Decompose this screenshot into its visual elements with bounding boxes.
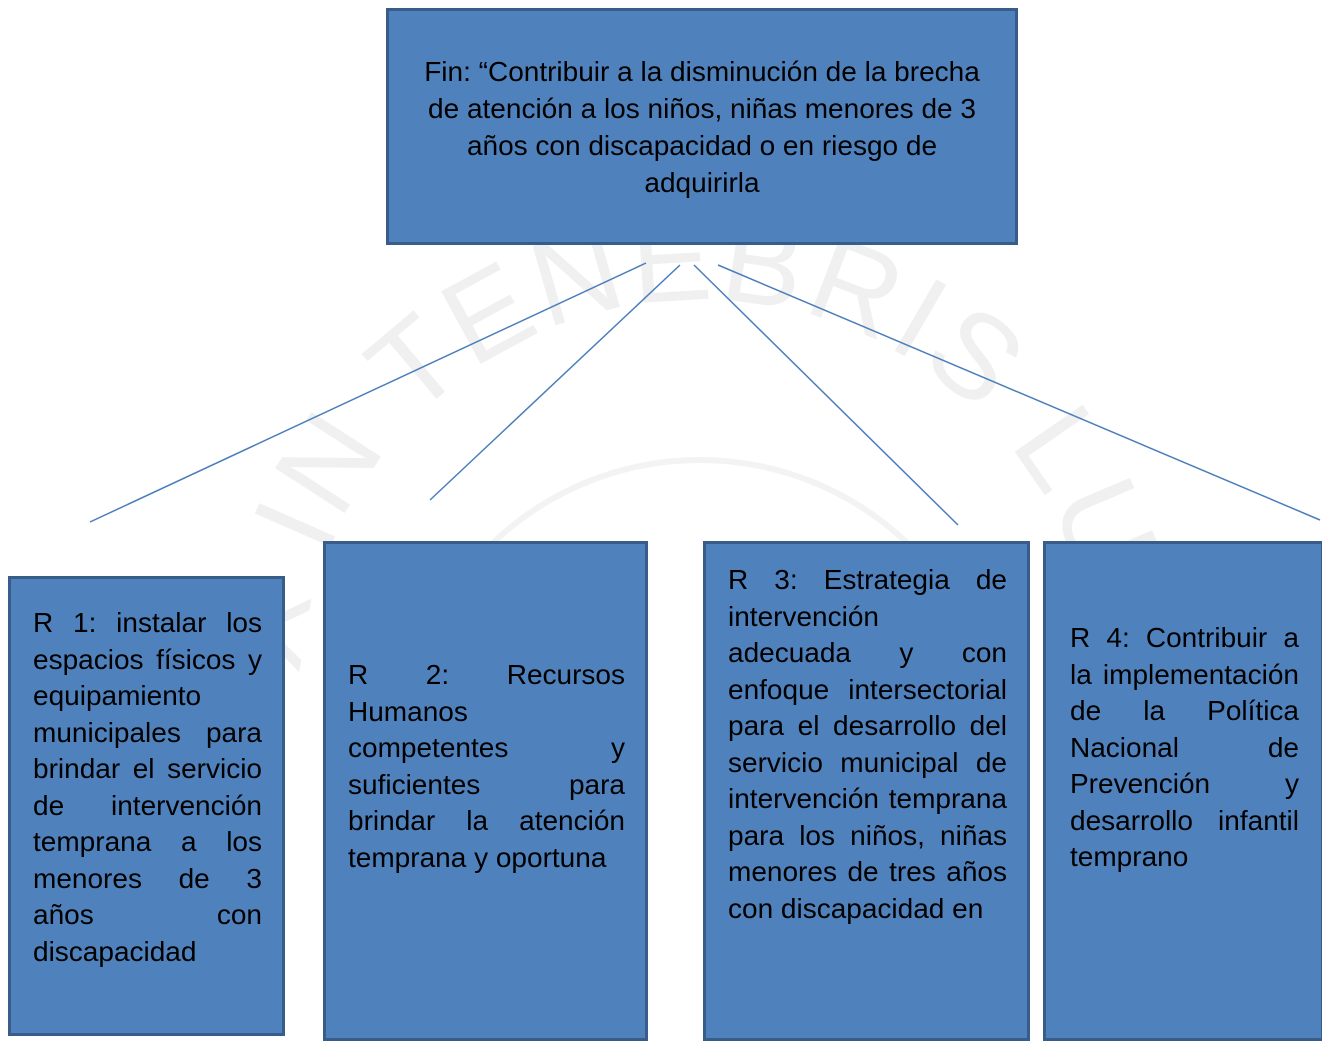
result-box-r2: R 2: Recursos Humanos competentes y sufi…: [323, 541, 648, 1041]
result-text-r1: R 1: instalar los espacios físicos y equ…: [33, 607, 262, 967]
connector-line-r4: [717, 264, 1321, 521]
result-text-r2: R 2: Recursos Humanos competentes y sufi…: [348, 659, 625, 873]
connector-line-r3: [693, 264, 959, 526]
fin-text: Fin: “Contribuir a la disminución de la …: [424, 55, 980, 198]
fin-box: Fin: “Contribuir a la disminución de la …: [386, 8, 1018, 245]
result-box-r3: R 3: Estrategia de intervención adecuada…: [703, 541, 1030, 1041]
result-box-r4: R 4: Contribuir a la implementación de l…: [1043, 541, 1322, 1041]
connector-line-r2: [429, 264, 681, 501]
result-text-r4: R 4: Contribuir a la implementación de l…: [1070, 622, 1299, 872]
connector-line-r1: [89, 262, 647, 523]
result-box-r1: R 1: instalar los espacios físicos y equ…: [8, 576, 285, 1036]
result-text-r3: R 3: Estrategia de intervención adecuada…: [728, 564, 1007, 924]
